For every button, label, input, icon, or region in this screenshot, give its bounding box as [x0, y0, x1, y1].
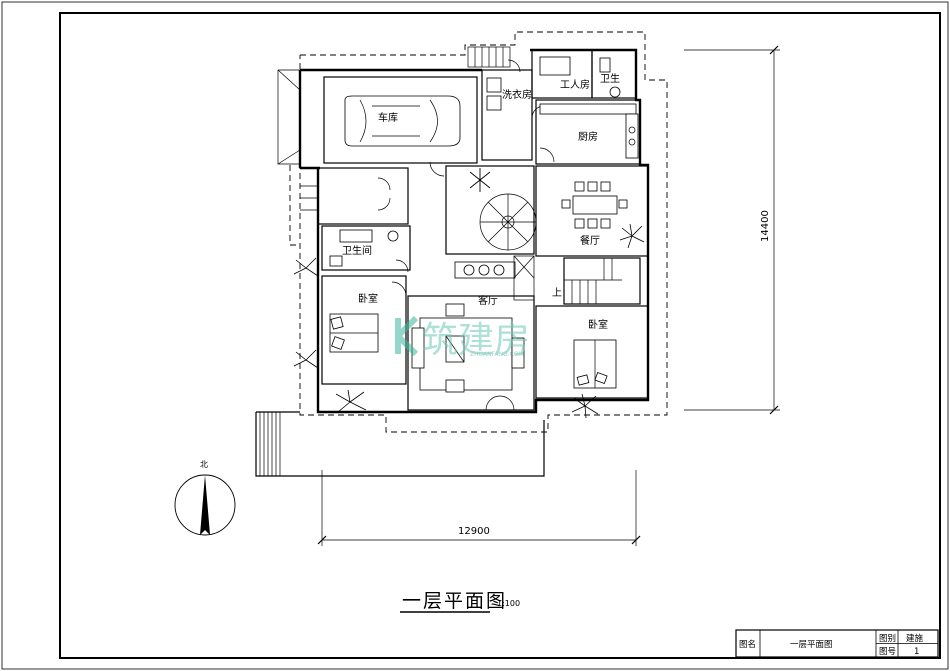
dimension-width: 12900 [317, 470, 641, 546]
dining: 餐厅 [535, 165, 649, 257]
service-block: 洗衣房 工人房 卫生 [467, 46, 637, 161]
car-icon [344, 95, 461, 147]
room-label-living: 客厅 [478, 294, 498, 307]
room-label-kitchen: 厨房 [578, 130, 598, 143]
dimension-width-label: 12900 [458, 526, 490, 537]
drawing-title-block: 一层平面图 1:100 [400, 590, 520, 613]
compass-north-label: 北 [200, 460, 208, 469]
room-label-bath-left: 卫生间 [342, 244, 372, 257]
room-label-dining: 餐厅 [580, 234, 600, 247]
plant-icon [335, 389, 367, 413]
inner-frame [59, 12, 941, 659]
plant-icon [469, 168, 491, 192]
plant-icon [293, 257, 319, 277]
left-hall [300, 161, 445, 225]
plant-icon [619, 223, 645, 249]
bedroom-right: 卧室 [535, 305, 649, 419]
front-terrace [255, 411, 545, 477]
watermark-url: ZHUANFANG.COM [470, 351, 524, 358]
title-block: 图名 一层平面图 图别 建施 图号 1 [735, 629, 939, 658]
plant-icon [571, 393, 599, 419]
title-block-no-value: 1 [914, 647, 919, 657]
bedroom-left: 卧室 [293, 257, 407, 413]
title-block-name-value: 一层平面图 [790, 640, 833, 650]
title-block-set-label: 图别 [879, 634, 896, 644]
title-block-name-label: 图名 [739, 639, 756, 650]
garage: 车库 [277, 69, 478, 165]
drawing-scale: 1:100 [497, 599, 520, 608]
bath-left: 卫生间 [321, 225, 411, 273]
room-label-garage: 车库 [378, 111, 398, 124]
plant-icon [293, 349, 319, 369]
room-label-laundry: 洗衣房 [502, 88, 532, 101]
watermark-logo: 筑建房 ZHUANFANG.COM [395, 315, 530, 361]
central-area [445, 165, 537, 301]
exterior-steps-top [467, 46, 511, 68]
watermark-text: 筑建房 [422, 320, 530, 361]
room-label-bedroom-left: 卧室 [358, 292, 378, 305]
title-block-no-label: 图号 [879, 647, 896, 657]
title-block-set-value: 建施 [906, 633, 924, 644]
dimension-depth: 14400 [684, 45, 780, 415]
drawing-title: 一层平面图 [402, 590, 507, 612]
room-label-servant: 工人房 [560, 78, 590, 91]
stair-right: 上 [552, 257, 641, 305]
living-room: 客厅 [407, 294, 535, 411]
roof-outline [289, 31, 668, 433]
room-label-bath-top: 卫生 [600, 72, 620, 85]
stair-up-label: 上 [552, 287, 562, 299]
north-compass: 北 [174, 460, 236, 536]
room-label-bedroom-right: 卧室 [588, 318, 608, 331]
kitchen: 厨房 [535, 99, 641, 165]
dimension-depth-label: 14400 [760, 210, 771, 242]
